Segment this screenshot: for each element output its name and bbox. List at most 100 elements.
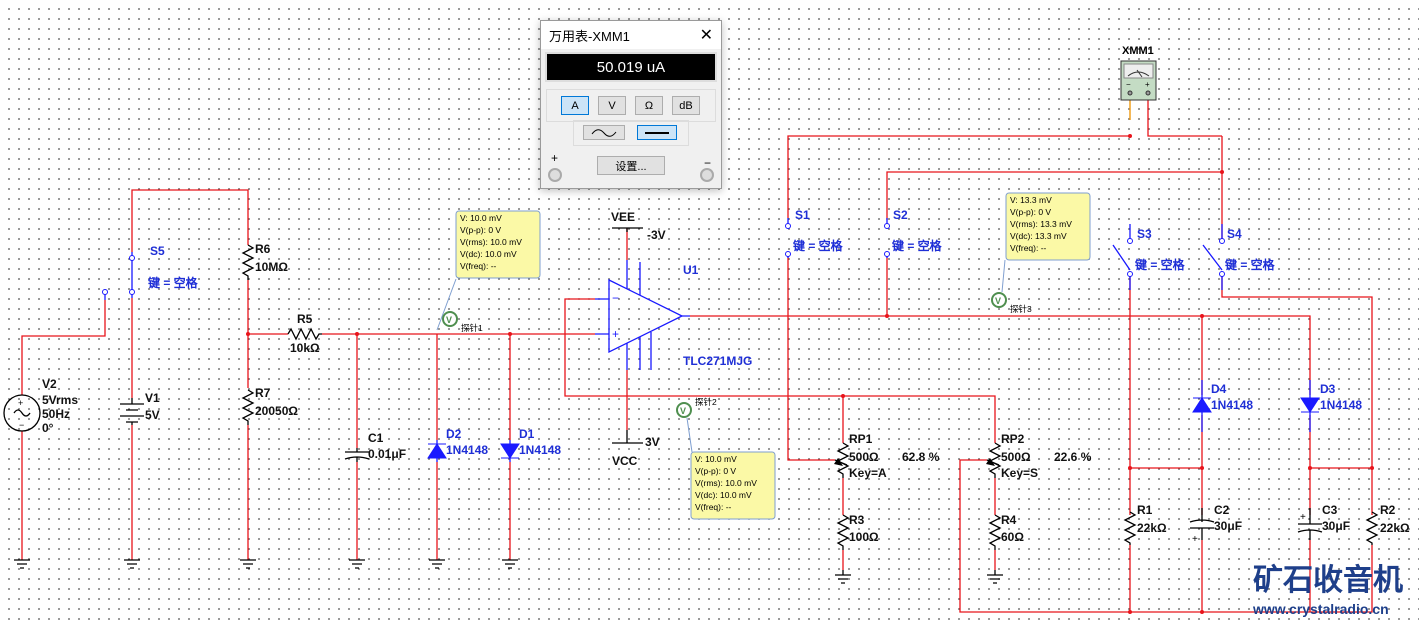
probe-3[interactable]: V: 13.3 mV V(p-p): 0 V V(rms): 13.3 mV V… bbox=[991, 192, 1091, 314]
u1-model: TLC271MJG bbox=[683, 354, 752, 368]
probe1-name: 探针1 bbox=[461, 323, 483, 333]
battery-v1[interactable]: V1 5V bbox=[120, 391, 160, 425]
diode-d1[interactable]: D1 1N4148 bbox=[500, 427, 561, 462]
multimeter-xmm1-symbol[interactable]: XMM1 −+ bbox=[1120, 45, 1157, 101]
switch-s4[interactable]: S4 键 = 空格 bbox=[1202, 224, 1276, 290]
capacitor-c2[interactable]: + C2 30μF bbox=[1189, 503, 1242, 545]
resistor-r3[interactable]: R3 100Ω bbox=[836, 513, 879, 550]
multimeter-titlebar[interactable]: 万用表-XMM1 ✕ bbox=[541, 21, 721, 49]
mode-volt-button[interactable]: V bbox=[598, 96, 626, 115]
vee-voltage: -3V bbox=[647, 228, 666, 242]
svg-text:+: + bbox=[1300, 512, 1306, 523]
mode-db-button[interactable]: dB bbox=[672, 96, 700, 115]
settings-button[interactable]: 设置... bbox=[597, 156, 665, 175]
v2-phase: 0° bbox=[42, 421, 54, 435]
voltage-probe-icon bbox=[676, 402, 692, 418]
s5-key: 键 = 空格 bbox=[147, 275, 199, 290]
d4-label: D4 bbox=[1211, 382, 1227, 396]
d2-label: D2 bbox=[446, 427, 462, 441]
svg-text:−: − bbox=[612, 291, 619, 305]
resistor-r6[interactable]: R6 10MΩ bbox=[241, 242, 288, 280]
mode-ampere-button[interactable]: A bbox=[561, 96, 589, 115]
resistor-r5[interactable]: R5 10kΩ bbox=[287, 312, 322, 355]
plus-terminal-label: + bbox=[551, 151, 559, 165]
ground-symbols bbox=[14, 559, 1003, 584]
ac-sine-button[interactable] bbox=[583, 125, 625, 140]
dc-button[interactable] bbox=[637, 125, 677, 140]
capacitor-c3[interactable]: + C3 30μF bbox=[1297, 503, 1350, 540]
watermark-logo: 矿石收音机 www.crystalradio.cn bbox=[1252, 563, 1403, 617]
resistor-r2[interactable]: R2 22kΩ bbox=[1365, 503, 1410, 545]
probe3-vdc: V(dc): 13.3 mV bbox=[1010, 231, 1067, 241]
svg-text:+: + bbox=[1192, 534, 1198, 545]
s5-label: S5 bbox=[150, 244, 165, 258]
switch-s3[interactable]: S3 键 = 空格 bbox=[1112, 224, 1186, 290]
v2-label: V2 bbox=[42, 377, 57, 391]
probe2-vpp: V(p-p): 0 V bbox=[695, 466, 736, 476]
opamp-u1[interactable]: −+ VEE -3V VCC 3V U1 TLC271MJG bbox=[595, 210, 752, 468]
svg-text:−: − bbox=[1126, 80, 1131, 89]
d1-label: D1 bbox=[519, 427, 535, 441]
s3-key: 键 = 空格 bbox=[1134, 257, 1186, 272]
resistor-r7[interactable]: R7 20050Ω bbox=[241, 386, 298, 425]
c1-label: C1 bbox=[368, 431, 384, 445]
d2-value: 1N4148 bbox=[446, 443, 488, 457]
c3-label: C3 bbox=[1322, 503, 1338, 517]
potentiometer-rp2[interactable]: RP2 500Ω Key=S 22.6 % bbox=[986, 432, 1092, 480]
r1-value: 22kΩ bbox=[1137, 521, 1167, 535]
switch-s1[interactable]: S1 键 = 空格 bbox=[785, 208, 844, 258]
svg-text:−: − bbox=[19, 420, 24, 430]
potentiometer-rp1[interactable]: RP1 500Ω Key=A 62.8 % bbox=[834, 432, 940, 480]
probe3-vpp: V(p-p): 0 V bbox=[1010, 207, 1051, 217]
v1-value: 5V bbox=[145, 408, 160, 422]
probe1-v: V: 10.0 mV bbox=[460, 213, 502, 223]
d4-value: 1N4148 bbox=[1211, 398, 1253, 412]
diode-d3[interactable]: D3 1N4148 bbox=[1300, 380, 1362, 432]
probe1-vdc: V(dc): 10.0 mV bbox=[460, 249, 517, 259]
rp1-key: Key=A bbox=[849, 466, 887, 480]
r5-value: 10kΩ bbox=[290, 341, 320, 355]
switch-s2[interactable]: S2 键 = 空格 bbox=[884, 208, 943, 258]
voltage-probe-icon bbox=[991, 292, 1007, 308]
mode-group: A V Ω dB bbox=[546, 89, 716, 122]
probe1-vrms: V(rms): 10.0 mV bbox=[460, 237, 522, 247]
probe2-vrms: V(rms): 10.0 mV bbox=[695, 478, 757, 488]
r6-value: 10MΩ bbox=[255, 260, 288, 274]
rp1-value: 500Ω bbox=[849, 450, 879, 464]
r4-value: 60Ω bbox=[1001, 530, 1024, 544]
multimeter-title: 万用表-XMM1 bbox=[549, 28, 630, 44]
v2-frequency: 50Hz bbox=[42, 407, 70, 421]
svg-text:V: V bbox=[446, 315, 452, 325]
signal-group bbox=[573, 120, 689, 146]
s3-label: S3 bbox=[1137, 227, 1152, 241]
multimeter-window[interactable]: 万用表-XMM1 ✕ 50.019 uA A V Ω dB + 设置... − bbox=[540, 20, 722, 189]
probe2-vfreq: V(freq): -- bbox=[695, 502, 732, 512]
resistor-r1[interactable]: R1 22kΩ bbox=[1123, 503, 1167, 545]
close-icon[interactable]: ✕ bbox=[699, 27, 713, 44]
resistor-r4[interactable]: R4 60Ω bbox=[988, 513, 1024, 550]
mode-ohm-button[interactable]: Ω bbox=[635, 96, 663, 115]
probe-2[interactable]: V: 10.0 mV V(p-p): 0 V V(rms): 10.0 mV V… bbox=[676, 397, 776, 520]
minus-terminal[interactable] bbox=[700, 168, 714, 182]
diode-d2[interactable]: D2 1N4148 bbox=[427, 427, 488, 462]
v2-amplitude: 5Vrms bbox=[42, 393, 78, 407]
ac-source-v2[interactable]: +− V2 5Vrms 50Hz 0° bbox=[3, 377, 78, 435]
xmm1-label: XMM1 bbox=[1122, 45, 1154, 57]
plus-terminal[interactable] bbox=[548, 168, 562, 182]
r5-label: R5 bbox=[297, 312, 313, 326]
d1-value: 1N4148 bbox=[519, 443, 561, 457]
probe1-vpp: V(p-p): 0 V bbox=[460, 225, 501, 235]
probe-1[interactable]: V: 10.0 mV V(p-p): 0 V V(rms): 10.0 mV V… bbox=[436, 210, 541, 333]
vcc-voltage: 3V bbox=[645, 435, 660, 449]
switch-s5[interactable]: S5 键 = 空格 bbox=[102, 244, 199, 300]
svg-text:+: + bbox=[612, 327, 619, 341]
c1-value: 0.01μF bbox=[368, 447, 406, 461]
diode-d4[interactable]: D4 1N4148 bbox=[1192, 380, 1253, 432]
minus-terminal-label: − bbox=[704, 156, 712, 170]
probe2-name: 探针2 bbox=[695, 397, 717, 407]
probe3-vfreq: V(freq): -- bbox=[1010, 243, 1047, 253]
capacitor-c1[interactable]: C1 0.01μF bbox=[344, 431, 406, 462]
r6-label: R6 bbox=[255, 242, 271, 256]
probe3-vrms: V(rms): 13.3 mV bbox=[1010, 219, 1072, 229]
